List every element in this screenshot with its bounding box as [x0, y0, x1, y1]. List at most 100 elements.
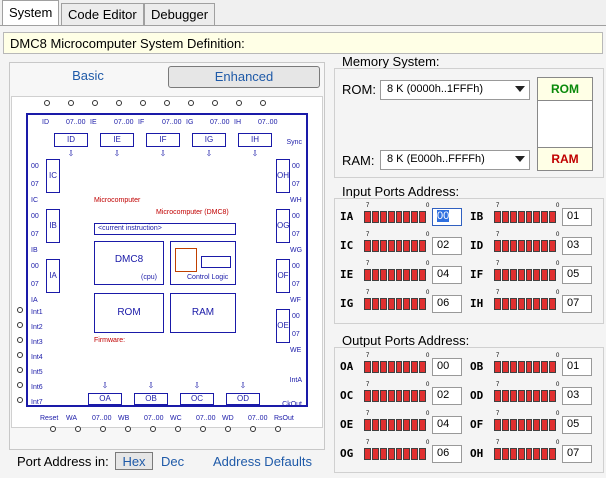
bit-switch[interactable]: [364, 419, 371, 431]
rom-select[interactable]: 8 K (0000h..1FFFh): [380, 80, 530, 100]
bit-switch[interactable]: [411, 390, 419, 402]
bit-switch[interactable]: [501, 361, 509, 373]
bit-switch[interactable]: [371, 240, 379, 252]
bit-switch[interactable]: [403, 448, 411, 460]
bit-switch[interactable]: [533, 269, 541, 281]
bit-switch[interactable]: [371, 298, 379, 310]
input-port-id-address[interactable]: 03: [562, 237, 592, 255]
bit-switch[interactable]: [501, 269, 509, 281]
input-port-ia-address[interactable]: 00: [432, 208, 462, 226]
bit-switch[interactable]: [525, 240, 533, 252]
bit-switch[interactable]: [387, 361, 395, 373]
bit-switch[interactable]: [395, 419, 403, 431]
bit-switch[interactable]: [541, 419, 549, 431]
bit-switch[interactable]: [379, 269, 387, 281]
bit-switch[interactable]: [419, 211, 426, 223]
bit-switch[interactable]: [509, 240, 517, 252]
output-port-oe-address[interactable]: 04: [432, 416, 462, 434]
bit-switch[interactable]: [509, 269, 517, 281]
bit-switch[interactable]: [525, 269, 533, 281]
bit-switch[interactable]: [525, 419, 533, 431]
input-port-ib-bits[interactable]: [494, 211, 556, 223]
bit-switch[interactable]: [549, 448, 556, 460]
input-port-ib-address[interactable]: 01: [562, 208, 592, 226]
bit-switch[interactable]: [517, 448, 525, 460]
bit-switch[interactable]: [501, 298, 509, 310]
bit-switch[interactable]: [387, 269, 395, 281]
bit-switch[interactable]: [419, 448, 426, 460]
bit-switch[interactable]: [411, 361, 419, 373]
bit-switch[interactable]: [395, 240, 403, 252]
bit-switch[interactable]: [419, 361, 426, 373]
bit-switch[interactable]: [419, 390, 426, 402]
bit-switch[interactable]: [379, 419, 387, 431]
bit-switch[interactable]: [501, 448, 509, 460]
bit-switch[interactable]: [541, 361, 549, 373]
bit-switch[interactable]: [371, 361, 379, 373]
bit-switch[interactable]: [494, 211, 501, 223]
bit-switch[interactable]: [533, 240, 541, 252]
bit-switch[interactable]: [379, 240, 387, 252]
input-port-ic-bits[interactable]: [364, 240, 426, 252]
tab-code-editor[interactable]: Code Editor: [61, 3, 144, 25]
bit-switch[interactable]: [411, 240, 419, 252]
bit-switch[interactable]: [411, 269, 419, 281]
output-port-od-address[interactable]: 03: [562, 387, 592, 405]
input-port-ig-address[interactable]: 06: [432, 295, 462, 313]
bit-switch[interactable]: [533, 361, 541, 373]
input-port-ie-address[interactable]: 04: [432, 266, 462, 284]
bit-switch[interactable]: [371, 419, 379, 431]
bit-switch[interactable]: [403, 211, 411, 223]
input-port-ig-bits[interactable]: [364, 298, 426, 310]
bit-switch[interactable]: [364, 269, 371, 281]
bit-switch[interactable]: [379, 298, 387, 310]
output-port-od-bits[interactable]: [494, 390, 556, 402]
bit-switch[interactable]: [379, 390, 387, 402]
bit-switch[interactable]: [387, 240, 395, 252]
bit-switch[interactable]: [387, 390, 395, 402]
bit-switch[interactable]: [541, 269, 549, 281]
bit-switch[interactable]: [517, 211, 525, 223]
output-port-ob-bits[interactable]: [494, 361, 556, 373]
output-port-oa-bits[interactable]: [364, 361, 426, 373]
bit-switch[interactable]: [517, 390, 525, 402]
bit-switch[interactable]: [371, 211, 379, 223]
bit-switch[interactable]: [533, 448, 541, 460]
bit-switch[interactable]: [387, 298, 395, 310]
bit-switch[interactable]: [549, 211, 556, 223]
bit-switch[interactable]: [419, 419, 426, 431]
bit-switch[interactable]: [364, 448, 371, 460]
bit-switch[interactable]: [517, 298, 525, 310]
bit-switch[interactable]: [494, 361, 501, 373]
input-port-ih-address[interactable]: 07: [562, 295, 592, 313]
bit-switch[interactable]: [525, 361, 533, 373]
bit-switch[interactable]: [403, 361, 411, 373]
bit-switch[interactable]: [525, 448, 533, 460]
bit-switch[interactable]: [387, 419, 395, 431]
bit-switch[interactable]: [403, 390, 411, 402]
bit-switch[interactable]: [494, 240, 501, 252]
input-port-if-address[interactable]: 05: [562, 266, 592, 284]
bit-switch[interactable]: [371, 269, 379, 281]
bit-switch[interactable]: [494, 298, 501, 310]
address-defaults-button[interactable]: Address Defaults: [213, 454, 312, 469]
bit-switch[interactable]: [517, 361, 525, 373]
input-port-ih-bits[interactable]: [494, 298, 556, 310]
bit-switch[interactable]: [533, 419, 541, 431]
dec-button[interactable]: Dec: [161, 454, 185, 469]
bit-switch[interactable]: [501, 390, 509, 402]
bit-switch[interactable]: [395, 211, 403, 223]
bit-switch[interactable]: [549, 298, 556, 310]
bit-switch[interactable]: [494, 269, 501, 281]
tab-debugger[interactable]: Debugger: [144, 3, 216, 25]
bit-switch[interactable]: [549, 269, 556, 281]
output-port-og-address[interactable]: 06: [432, 445, 462, 463]
bit-switch[interactable]: [387, 448, 395, 460]
bit-switch[interactable]: [533, 390, 541, 402]
bit-switch[interactable]: [379, 361, 387, 373]
bit-switch[interactable]: [419, 298, 426, 310]
bit-switch[interactable]: [509, 361, 517, 373]
bit-switch[interactable]: [509, 448, 517, 460]
bit-switch[interactable]: [525, 390, 533, 402]
bit-switch[interactable]: [525, 298, 533, 310]
